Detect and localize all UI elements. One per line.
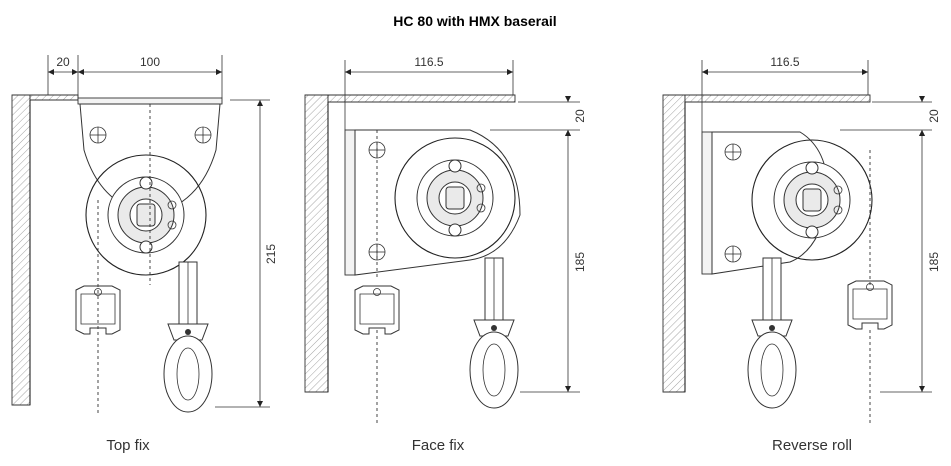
dim-total-height: 215 xyxy=(264,244,278,264)
wall-hatch xyxy=(662,94,686,393)
wall-hatch xyxy=(11,94,31,406)
dim-top-offset: 20 xyxy=(573,109,587,123)
dim-top-offset: 20 xyxy=(927,109,941,123)
view-face-fix: 116.5 20 185 Face fix xyxy=(304,55,587,454)
mounting-plate xyxy=(701,131,713,275)
figure-title: HC 80 with HMX baserail xyxy=(393,13,556,29)
caption-reverse-roll: Reverse roll xyxy=(772,437,852,454)
dim-wall-offset: 20 xyxy=(56,55,70,69)
wall-hatch xyxy=(304,94,329,393)
caption-face-fix: Face fix xyxy=(412,437,465,454)
dim-projection: 116.5 xyxy=(770,55,799,69)
dim-height: 185 xyxy=(573,252,587,272)
view-top-fix: 20 100 215 Top fix xyxy=(11,55,278,454)
dim-projection: 116.5 xyxy=(414,55,443,69)
mounting-plate xyxy=(77,97,223,105)
dim-height: 185 xyxy=(927,252,941,272)
dim-bracket-width: 100 xyxy=(140,55,160,69)
view-reverse-roll: 116.5 20 185 Reverse roll xyxy=(662,55,941,454)
mounting-plate xyxy=(344,129,356,276)
caption-top-fix: Top fix xyxy=(106,437,150,454)
